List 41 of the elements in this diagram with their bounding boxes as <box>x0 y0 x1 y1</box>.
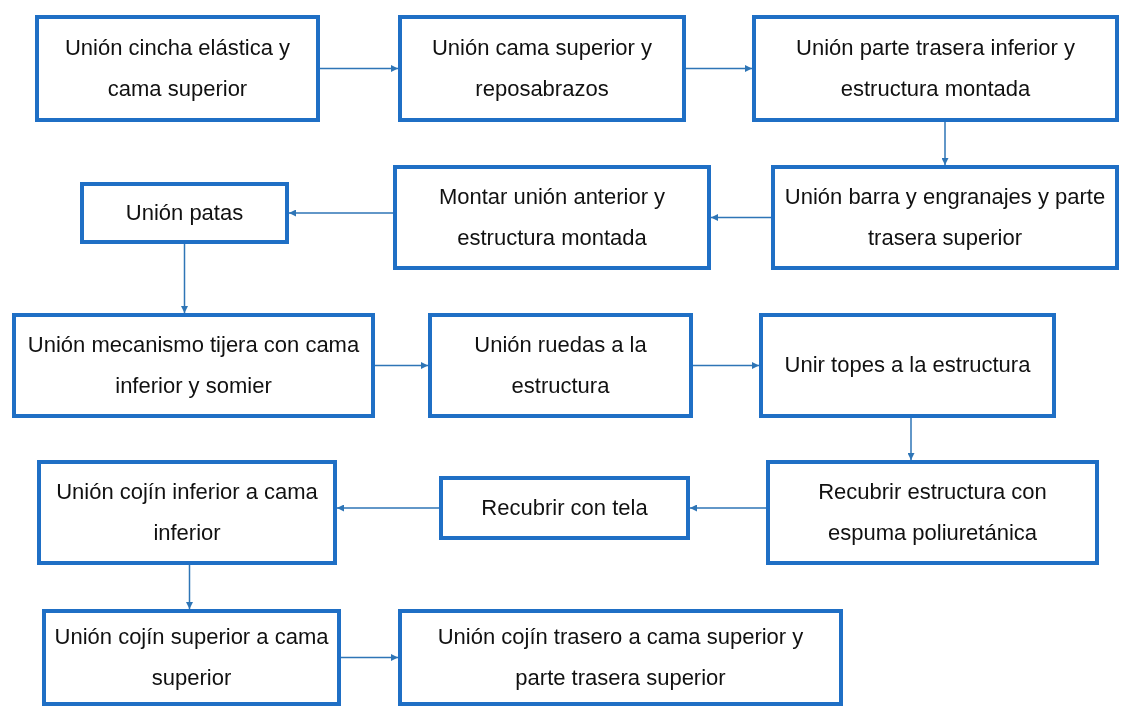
process-box <box>766 460 1099 565</box>
process-box <box>42 609 341 706</box>
step-label: Unión barra y engranajes y parte trasera superior <box>783 182 1107 252</box>
step-label: Unión cincha elástica y cama superior <box>64 33 291 103</box>
arrow <box>692 362 760 369</box>
arrow <box>941 121 949 166</box>
step-label: Recubrir estructura con espuma poliuretánica <box>817 477 1048 547</box>
process-box <box>80 182 289 244</box>
process-box <box>428 313 693 418</box>
arrow <box>319 65 399 72</box>
arrow <box>340 654 399 661</box>
arrow <box>710 214 772 221</box>
step-label: Unión patas <box>125 198 244 227</box>
process-box <box>37 460 337 565</box>
arrow <box>689 504 767 512</box>
arrow <box>374 362 429 369</box>
arrow <box>288 209 394 217</box>
process-box <box>12 313 375 418</box>
step-label: Unir topes a la estructura <box>784 351 1031 380</box>
step-label: Unión cama superior y reposabrazos <box>430 33 654 103</box>
step-label: Recubrir con tela <box>481 493 648 522</box>
process-box <box>752 15 1119 122</box>
arrow <box>336 504 440 512</box>
process-box <box>398 609 843 706</box>
process-box <box>393 165 711 270</box>
step-label: Unión cojín superior a cama superior <box>54 622 329 692</box>
step-label: Unión mecanismo tijera con cama inferior y somier <box>26 330 361 400</box>
process-box <box>439 476 690 540</box>
arrow <box>186 564 193 610</box>
arrow <box>685 65 753 72</box>
process-box <box>771 165 1119 270</box>
step-label: Unión cojín inferior a cama inferior <box>55 477 319 547</box>
process-box <box>35 15 320 122</box>
arrow <box>181 243 188 314</box>
process-box <box>398 15 686 122</box>
step-label: Unión cojín trasero a cama superior y parte trasera superior <box>436 622 805 692</box>
step-label: Unión ruedas a la estructura <box>473 330 648 400</box>
process-box <box>759 313 1056 418</box>
step-label: Unión parte trasera inferior y estructura montada <box>795 33 1076 103</box>
arrow <box>907 417 915 461</box>
step-label: Montar unión anterior y estructura montada <box>437 182 667 252</box>
